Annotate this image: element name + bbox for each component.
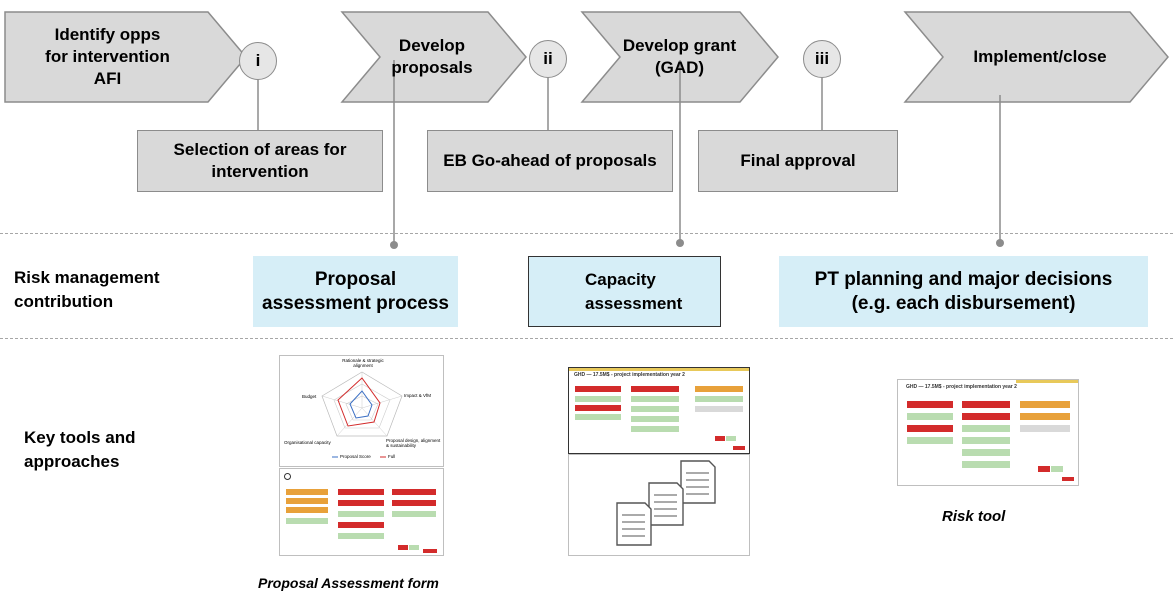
connector-dot-1 [390, 241, 398, 249]
radar-chart-thumbnail: Rationale & strategic alignment Impact &… [279, 355, 444, 467]
proposal-assessment-caption: Proposal Assessment form [258, 575, 439, 591]
radar-axis-1: Rationale & strategic alignment [342, 358, 384, 368]
capacity-slide-thumbnail: GHD — 17.5M$ - project implementation ye… [568, 367, 750, 454]
contribution-capacity-assessment: Capacity assessment [528, 256, 721, 327]
step-1-label: Identify opps for intervention AFI [45, 25, 170, 88]
risk-tool-caption: Risk tool [942, 508, 1006, 525]
radar-axis-3: Proposal design, alignment & sustainabil… [386, 438, 441, 448]
radar-axis-5: Budget [302, 394, 317, 399]
documents-icon [616, 460, 716, 546]
capacity-documents-panel [568, 454, 750, 556]
radar-chart [321, 371, 403, 458]
radar-legend-1: Proposal Score [340, 454, 371, 459]
chevron-step-1 [4, 11, 247, 103]
gate-box-2: EB Go-ahead of proposals [427, 130, 673, 192]
contribution-proposal-assessment: Proposal assessment process [253, 256, 458, 327]
step-4-label: Implement/close [973, 47, 1107, 66]
key-tools-row-label: Key tools and approaches [24, 428, 136, 471]
gate-marker-i: i [239, 42, 277, 80]
risk-management-row-label: Risk management contribution [14, 268, 160, 311]
contribution-pt-planning: PT planning and major decisions (e.g. ea… [779, 256, 1148, 327]
gate-marker-iii: iii [803, 40, 841, 78]
gate-box-3: Final approval [698, 130, 898, 192]
step-3-label: Develop grant (GAD) [622, 36, 737, 77]
risk-tool-title: GHD — 17.5M$ - project implementation ye… [906, 384, 1017, 390]
chevron-step-2 [340, 11, 527, 103]
radar-axis-4: Organisational capacity [284, 440, 331, 445]
radar-legend-2: Full [388, 454, 396, 459]
form-logo-icon [284, 473, 291, 480]
chevron-step-4 [903, 11, 1169, 103]
radar-axis-2: Impact & VfM [404, 393, 432, 398]
proposal-form-thumbnail [279, 468, 444, 556]
step-2-label: Develop proposals [391, 36, 473, 77]
gate-box-1: Selection of areas for intervention [137, 130, 383, 192]
separator-bottom [0, 338, 1173, 339]
risk-tool-thumbnail: GHD — 17.5M$ - project implementation ye… [897, 379, 1079, 486]
capacity-slide-title: GHD — 17.5M$ - project implementation ye… [574, 372, 685, 378]
separator-top [0, 233, 1173, 234]
chevron-step-3 [580, 11, 779, 103]
connector-dot-2 [676, 239, 684, 247]
connector-dot-3 [996, 239, 1004, 247]
gate-marker-ii: ii [529, 40, 567, 78]
